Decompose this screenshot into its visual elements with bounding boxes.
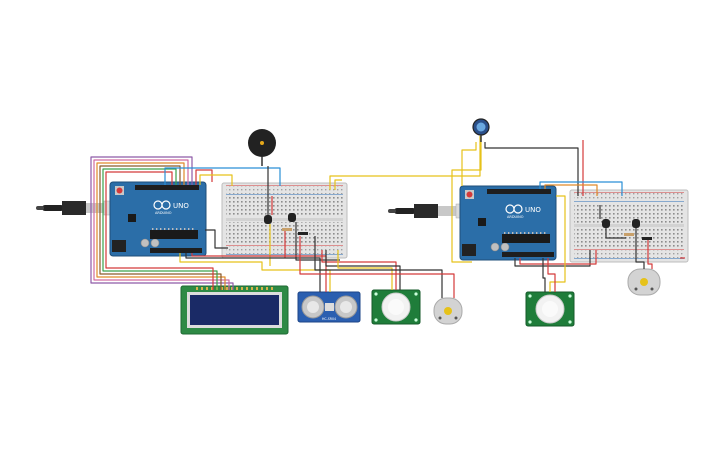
left-arduino-brand-label: ARDUINO — [155, 211, 172, 215]
right-wires — [451, 140, 685, 292]
left-arduino-logo: UNO ARDUINO — [153, 200, 189, 215]
left-wires — [90, 136, 481, 298]
left-ultrasonic-sensor[interactable]: HC-SR04 — [297, 291, 361, 323]
right-arduino-brand-label: ARDUINO — [507, 215, 524, 219]
right-arduino-logo: UNO ARDUINO — [505, 204, 541, 219]
left-pir-sensor[interactable] — [371, 289, 421, 325]
ultrasonic-label: HC-SR04 — [322, 317, 336, 321]
left-transistor-2[interactable] — [288, 213, 296, 222]
right-circuit: UNO ARDUINO — [388, 118, 689, 327]
left-dc-motor[interactable] — [433, 297, 463, 325]
left-buzzer[interactable] — [248, 129, 276, 166]
left-arduino-board[interactable]: UNO ARDUINO — [109, 181, 207, 257]
left-circuit: UNO ARDUINO — [36, 129, 481, 335]
right-potentiometer[interactable] — [472, 118, 490, 142]
lcd-screen — [190, 295, 279, 325]
right-diode[interactable] — [642, 237, 652, 240]
right-dc-motor[interactable] — [627, 268, 661, 296]
left-arduino-uno-label: UNO — [173, 202, 189, 210]
left-lcd-display[interactable] — [180, 285, 289, 335]
left-diode[interactable] — [298, 232, 308, 235]
right-resistor[interactable] — [624, 233, 634, 236]
left-transistor-1[interactable] — [264, 215, 272, 224]
right-pir-sensor[interactable] — [525, 291, 575, 327]
right-breadboard[interactable] — [569, 189, 689, 263]
right-arduino-board[interactable]: UNO ARDUINO — [459, 185, 557, 261]
left-resistor[interactable] — [282, 228, 292, 231]
right-transistor-1[interactable] — [602, 219, 610, 228]
right-arduino-uno-label: UNO — [525, 206, 541, 214]
right-transistor-2[interactable] — [632, 219, 640, 228]
